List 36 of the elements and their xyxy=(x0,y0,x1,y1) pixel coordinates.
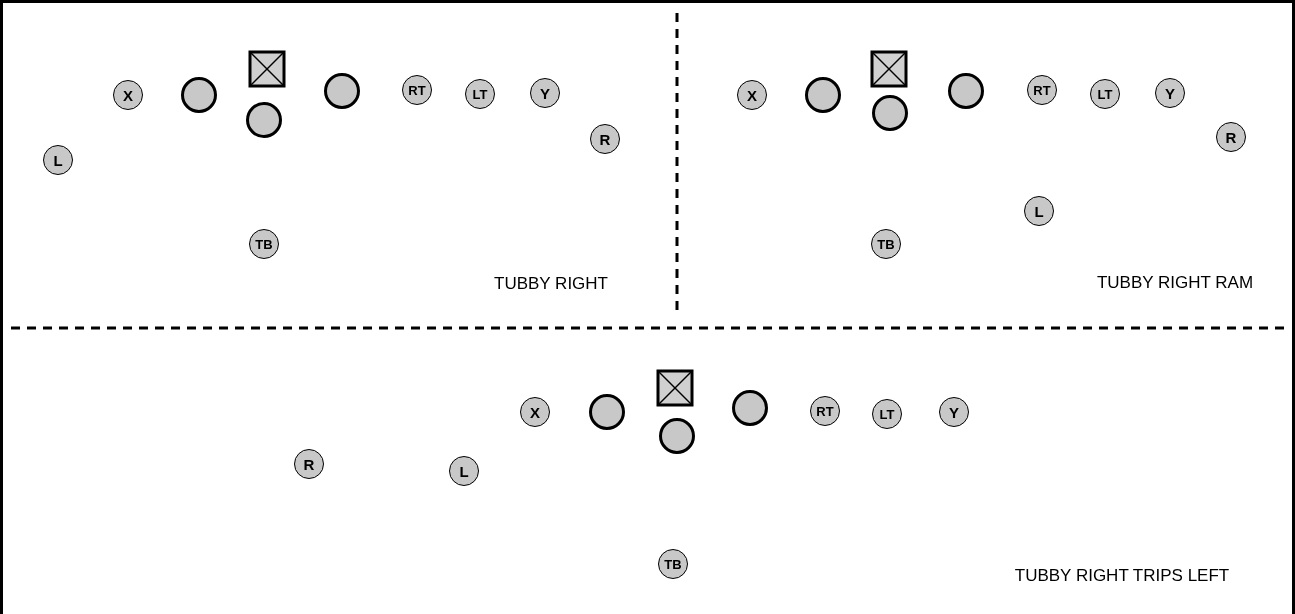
formation-name: TUBBY RIGHT xyxy=(494,274,608,294)
player-circle: R xyxy=(1216,122,1246,152)
player-circle: Y xyxy=(939,397,969,427)
player-circle: LT xyxy=(1090,79,1120,109)
player-circle: LT xyxy=(465,79,495,109)
lineman-circle xyxy=(589,394,625,430)
player-circle: L xyxy=(449,456,479,486)
lineman-circle xyxy=(872,95,908,131)
player-circle: R xyxy=(590,124,620,154)
center-square xyxy=(248,50,286,88)
player-circle: L xyxy=(43,145,73,175)
lineman-circle xyxy=(948,73,984,109)
lineman-circle xyxy=(246,102,282,138)
player-circle: RT xyxy=(402,75,432,105)
player-circle: TB xyxy=(658,549,688,579)
player-circle: X xyxy=(520,397,550,427)
player-circle: Y xyxy=(1155,78,1185,108)
player-circle: RT xyxy=(810,396,840,426)
player-circle: TB xyxy=(871,229,901,259)
center-square xyxy=(656,369,694,407)
formation-name: TUBBY RIGHT RAM xyxy=(1096,273,1254,293)
player-circle: R xyxy=(294,449,324,479)
player-circle: Y xyxy=(530,78,560,108)
lineman-circle xyxy=(732,390,768,426)
player-circle: RT xyxy=(1027,75,1057,105)
player-circle: LT xyxy=(872,399,902,429)
center-square xyxy=(870,50,908,88)
lineman-circle xyxy=(324,73,360,109)
formation-name: TUBBY RIGHT TRIPS LEFT xyxy=(1014,566,1230,586)
player-circle: X xyxy=(737,80,767,110)
player-circle: L xyxy=(1024,196,1054,226)
lineman-circle xyxy=(181,77,217,113)
player-circle: TB xyxy=(249,229,279,259)
lineman-circle xyxy=(659,418,695,454)
lineman-circle xyxy=(805,77,841,113)
player-circle: X xyxy=(113,80,143,110)
